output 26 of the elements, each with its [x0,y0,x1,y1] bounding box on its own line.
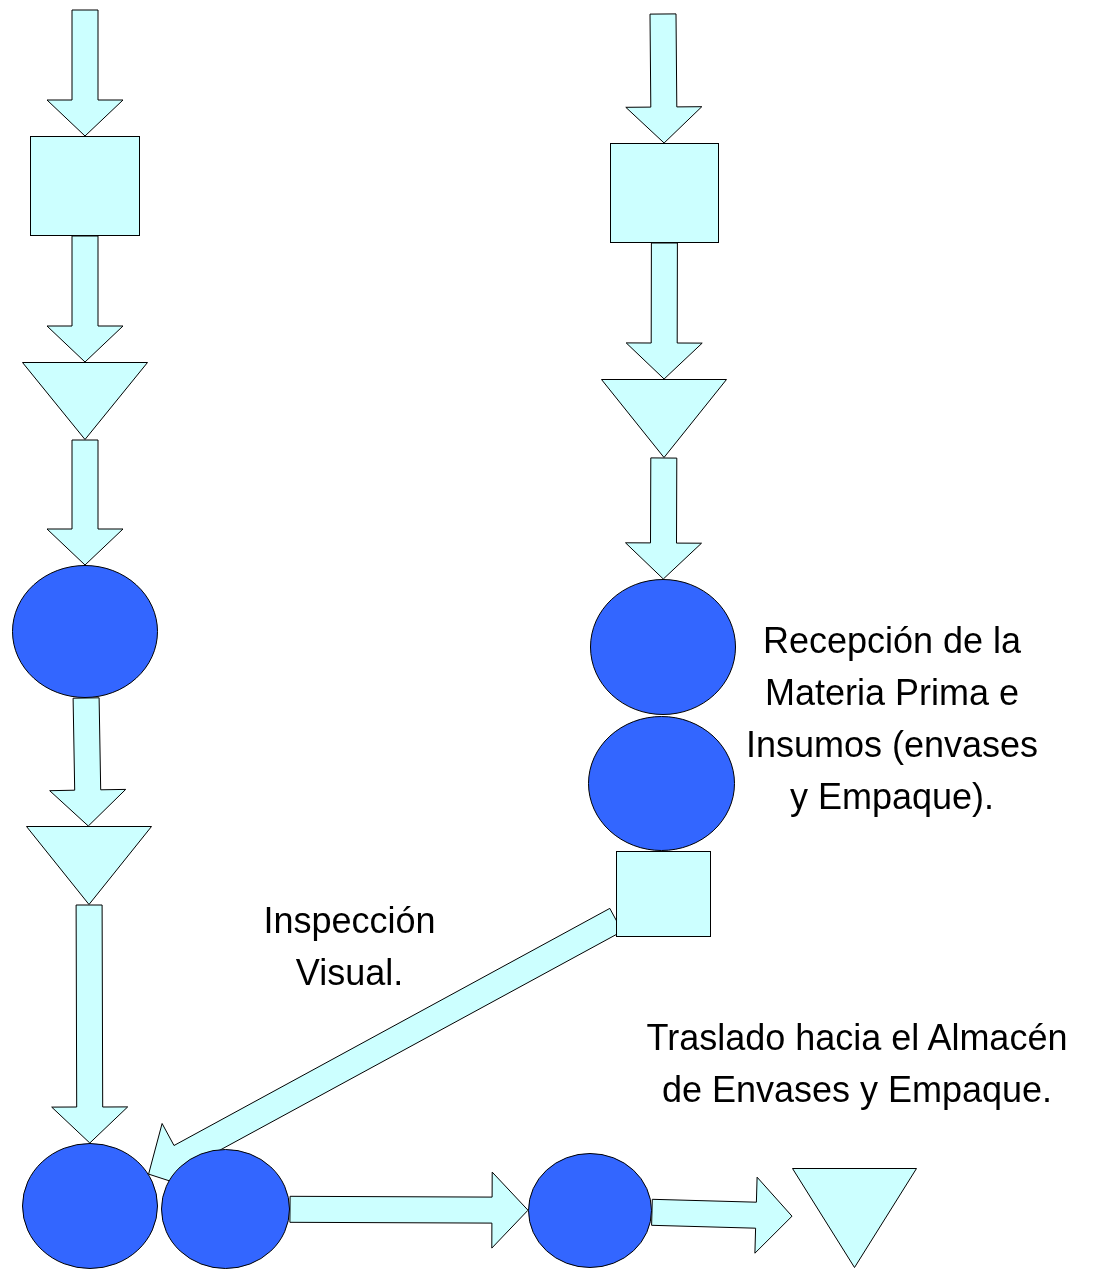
storage-triangle [792,1168,917,1268]
process-box [30,136,140,236]
storage-triangle [601,379,727,458]
operation-circle [161,1149,290,1269]
block-arrow [289,1171,529,1249]
process-box [616,851,711,937]
block-arrow [49,697,127,827]
block-arrow [651,1176,793,1254]
operation-circle [528,1153,652,1268]
step-label: Recepción de la Materia Prima e Insumos (envases y Empaque). [744,619,1040,819]
block-arrow [46,235,124,363]
block-arrow [625,457,702,580]
operation-circle [588,716,735,851]
block-arrow [46,9,124,137]
storage-triangle [26,826,152,905]
block-arrow [625,13,703,144]
operation-circle [12,565,158,698]
step-label: Inspección Visual. [262,899,437,995]
operation-circle [590,579,736,715]
step-label: Traslado hacia el Almacén de Envases y Empaque. [645,1016,1069,1112]
block-arrow [46,439,124,566]
storage-triangle [22,362,148,440]
block-arrow [625,242,703,380]
block-arrow [51,904,129,1144]
operation-circle [22,1143,158,1269]
process-box [610,143,719,243]
